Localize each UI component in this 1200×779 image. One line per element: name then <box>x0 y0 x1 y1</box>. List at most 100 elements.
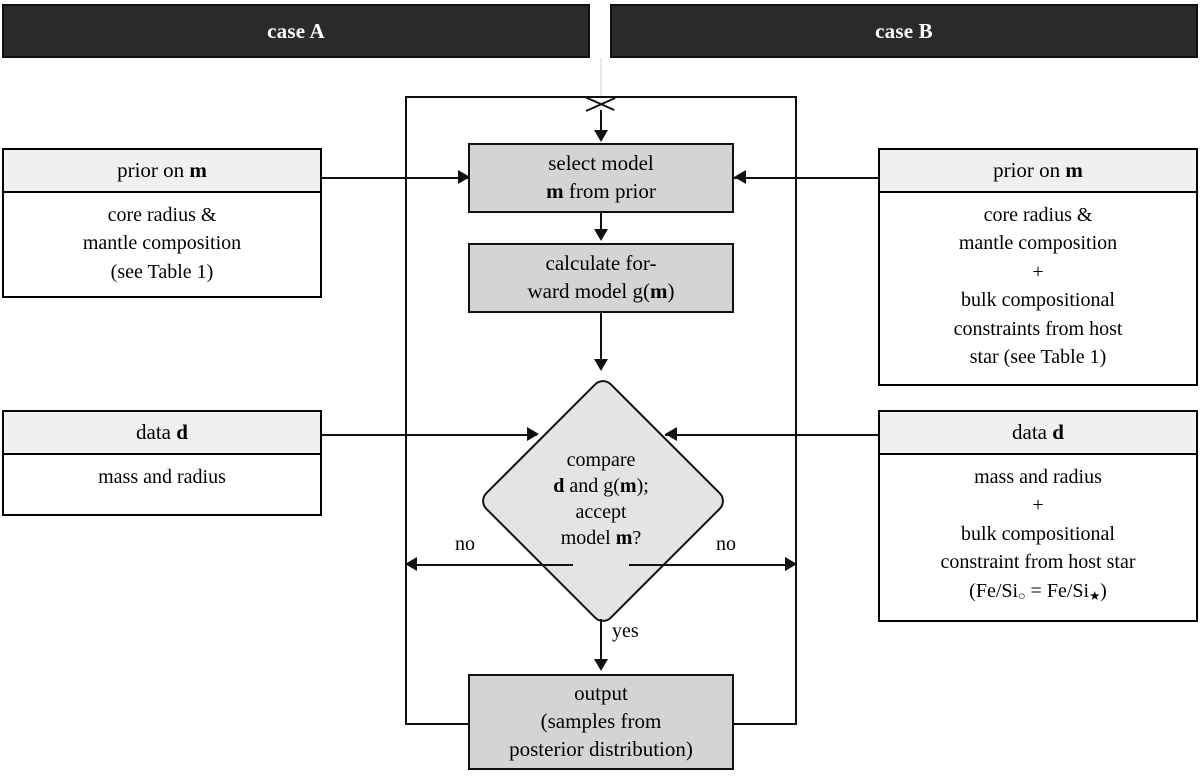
panel-data-case-a-title-text: data <box>136 420 177 444</box>
panel-data-case-b-formula: (Fe/Si○ = Fe/Si★) <box>886 577 1190 606</box>
panel-prior-case-a-title: prior on m <box>4 150 320 193</box>
decision-line-2-mid: and g( <box>564 475 620 497</box>
connector-no-left <box>413 564 573 566</box>
connector-no-right <box>629 564 789 566</box>
arrow-no-right <box>785 557 797 571</box>
process-forward-model-line-1: calculate for- <box>545 251 657 276</box>
loop-rail-bottom-right <box>732 723 797 725</box>
connector-yes-to-output <box>600 619 602 661</box>
decision-line-2: d and g(m); <box>553 473 649 499</box>
panel-data-case-b-line-3: bulk compositional <box>961 522 1115 545</box>
loop-rail-bottom-left <box>405 723 470 725</box>
connector-forward-to-decision <box>600 313 602 361</box>
arrow-into-select-model <box>594 130 608 142</box>
panel-prior-case-b-line-5: constraints from host <box>953 317 1123 340</box>
process-output-line-3: posterior distribution) <box>509 736 693 761</box>
panel-data-case-b-line-2: + <box>1032 494 1044 517</box>
panel-prior-case-b-title: prior on m <box>880 150 1196 193</box>
panel-data-case-b-body: mass and radius + bulk compositional con… <box>880 455 1196 616</box>
panel-data-case-b-line-4: constraint from host star <box>940 551 1136 574</box>
panel-data-case-b-title-text: data <box>1012 420 1053 444</box>
panel-prior-case-a-title-text: prior on <box>117 158 190 182</box>
loop-entry-line <box>600 110 602 132</box>
panel-data-case-b: data d mass and radius + bulk compositio… <box>878 410 1198 622</box>
process-select-model-symbol: m <box>546 179 564 203</box>
arrow-forward-to-decision <box>594 359 608 371</box>
edge-label-yes: yes <box>612 620 639 642</box>
loop-rail-right <box>795 96 797 725</box>
header-case-b: case B <box>610 4 1198 58</box>
panel-data-case-b-title-symbol: d <box>1052 420 1064 444</box>
panel-prior-case-b-title-text: prior on <box>993 158 1066 182</box>
process-output-line-1: output <box>574 681 628 706</box>
panel-prior-case-b-line-2: mantle composition <box>958 232 1118 255</box>
arrow-select-to-forward <box>594 229 608 241</box>
arrow-no-left <box>405 557 417 571</box>
edge-label-no-right: no <box>716 533 736 555</box>
process-forward-model-line-2-suffix: ) <box>667 279 675 303</box>
process-select-model-line-2-text: from prior <box>563 179 656 203</box>
panel-prior-case-b: prior on m core radius & mantle composit… <box>878 148 1198 386</box>
process-forward-model-line-2: ward model g(m) <box>528 278 675 306</box>
decision-line-4-prefix: model <box>560 527 616 549</box>
arrow-prior-b-to-select <box>734 170 746 184</box>
process-select-model-line-1: select model <box>548 151 654 176</box>
panel-prior-case-b-body: core radius & mantle composition + bulk … <box>880 193 1196 381</box>
connector-prior-b-to-select <box>734 177 878 179</box>
panel-prior-case-b-line-6: star (see Table 1) <box>969 345 1107 368</box>
process-output: output (samples from posterior distribut… <box>468 674 734 770</box>
panel-data-case-a: data d mass and radius <box>2 410 322 516</box>
loop-rail-left <box>405 96 407 725</box>
formula-close: ) <box>1100 579 1107 602</box>
decision-line-2-end: ); <box>636 475 649 497</box>
decision-symbol-m: m <box>619 475 637 497</box>
process-select-model: select model m from prior <box>468 143 734 213</box>
formula-equals: = Fe/Si <box>1025 579 1090 602</box>
panel-data-case-a-line-1: mass and radius <box>98 466 226 488</box>
header-case-a-label: case A <box>267 18 325 43</box>
panel-prior-case-a-title-symbol: m <box>189 158 207 182</box>
panel-data-case-b-title: data d <box>880 412 1196 455</box>
panel-prior-case-a-line-2: mantle composition <box>82 232 242 255</box>
loop-rail-top <box>405 96 797 98</box>
panel-data-case-a-body: mass and radius <box>4 455 320 501</box>
decision-symbol-d: d <box>553 475 565 497</box>
panel-prior-case-a-line-3: (see Table 1) <box>110 260 214 283</box>
header-case-a: case A <box>2 4 590 58</box>
header-case-b-label: case B <box>875 18 933 43</box>
decision-line-4-suffix: ? <box>632 527 642 549</box>
process-forward-model-line-2-prefix: ward model g( <box>527 279 650 303</box>
panel-prior-case-b-line-4: bulk compositional <box>961 289 1115 312</box>
panel-prior-case-b-line-3: + <box>1032 260 1044 283</box>
star-symbol-icon: ★ <box>1089 589 1101 604</box>
decision-line-4-symbol: m <box>615 527 633 549</box>
panel-data-case-b-line-1: mass and radius <box>974 466 1102 488</box>
panel-prior-case-b-line-1: core radius & <box>983 204 1093 226</box>
process-select-model-line-2: m from prior <box>546 178 656 206</box>
connector-select-to-forward <box>600 213 602 231</box>
edge-label-no-left: no <box>455 533 475 555</box>
arrow-data-a-to-decision <box>527 427 539 441</box>
decision-compare-accept: compare d and g(m); accept model m? <box>477 375 729 627</box>
panel-prior-case-a: prior on m core radius & mantle composit… <box>2 148 322 298</box>
panel-data-case-a-title: data d <box>4 412 320 455</box>
header-gap-feed-line <box>600 58 602 96</box>
panel-prior-case-b-title-symbol: m <box>1065 158 1083 182</box>
arrow-data-b-to-decision <box>665 427 677 441</box>
planet-symbol-icon: ○ <box>1018 589 1026 604</box>
connector-data-a-to-decision <box>322 434 537 436</box>
connector-prior-a-to-select <box>322 177 468 179</box>
process-output-line-2: (samples from <box>540 709 662 734</box>
connector-data-b-to-decision <box>665 434 878 436</box>
process-forward-model: calculate for- ward model g(m) <box>468 243 734 313</box>
decision-line-4: model m? <box>553 525 649 551</box>
arrow-yes-to-output <box>594 659 608 671</box>
process-forward-model-symbol: m <box>649 279 668 303</box>
decision-line-3: accept <box>575 501 627 523</box>
arrow-prior-a-to-select <box>458 170 470 184</box>
panel-data-case-a-title-symbol: d <box>176 420 188 444</box>
panel-prior-case-a-body: core radius & mantle composition (see Ta… <box>4 193 320 296</box>
formula-open: (Fe/Si <box>969 579 1019 602</box>
panel-prior-case-a-line-1: core radius & <box>107 204 217 226</box>
